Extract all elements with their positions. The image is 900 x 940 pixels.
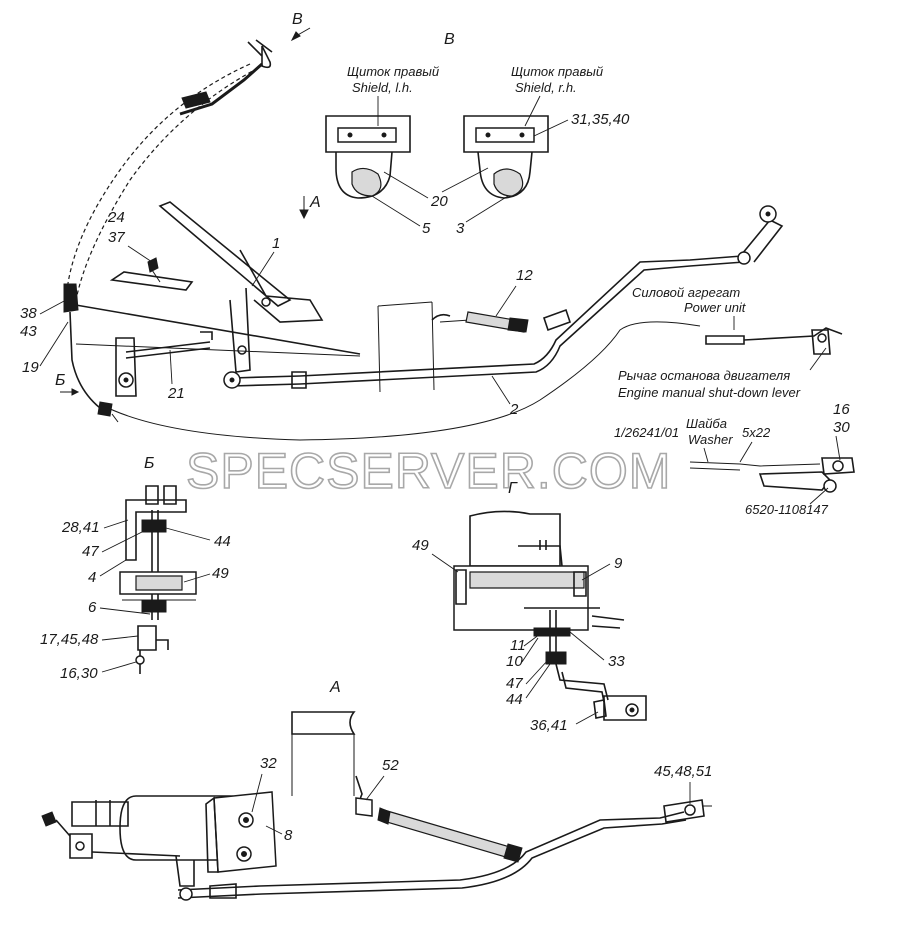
link-21 xyxy=(125,341,211,353)
callout-1: 1 xyxy=(272,235,280,252)
hand-throttle-knob xyxy=(247,39,273,69)
detail-a: А 32 xyxy=(41,679,712,901)
callout-10: 10 xyxy=(506,653,523,670)
callout-44-b: 44 xyxy=(214,533,231,550)
view-v-shields: В Щиток правый Shield, l.h. Щиток правый… xyxy=(325,31,630,237)
callout-3: 3 xyxy=(456,220,465,237)
view-v-label: В xyxy=(444,31,455,48)
engine-wall-block xyxy=(377,301,435,393)
washer-size: 5x22 xyxy=(742,425,771,440)
callout-16-30-b: 16,30 xyxy=(60,665,98,682)
callout-31-35-40: 31,35,40 xyxy=(571,111,630,128)
washer-part-number: 1/26241/01 xyxy=(614,425,679,440)
view-a-arrow-label: А xyxy=(309,194,321,211)
callout-33: 33 xyxy=(608,653,625,670)
accelerator-pedal xyxy=(158,201,292,307)
left-shield-plate xyxy=(325,115,411,153)
callout-44-g: 44 xyxy=(506,691,523,708)
callout-9: 9 xyxy=(614,555,623,572)
control-rod-2 xyxy=(231,255,743,379)
callout-43: 43 xyxy=(20,323,37,340)
watermark: SPECSERVER.COM xyxy=(186,443,671,499)
callout-49-g: 49 xyxy=(412,537,429,554)
washer-cable xyxy=(689,461,821,467)
wall-a xyxy=(291,711,356,735)
callout-21: 21 xyxy=(167,385,185,402)
shutdown-cable xyxy=(99,321,701,441)
power-unit-label-ru: Силовой агрегат xyxy=(632,285,740,300)
damper-52 xyxy=(379,809,521,861)
callout-17-45-48: 17,45,48 xyxy=(40,631,99,648)
callout-32: 32 xyxy=(260,755,277,772)
detail-g-title: Г xyxy=(508,480,518,497)
callout-11: 11 xyxy=(510,637,526,654)
left-shield-bracket xyxy=(335,151,393,199)
callout-19: 19 xyxy=(22,359,39,376)
detail-a-title: А xyxy=(329,679,341,696)
cab-floor xyxy=(69,303,361,355)
bracket-24 xyxy=(109,271,194,291)
shutdown-lever-bracket xyxy=(743,327,843,341)
right-shield-label-en: Shield, r.h. xyxy=(515,80,577,95)
callout-2: 2 xyxy=(509,401,519,418)
shutdown-lever-label-ru: Рычаг останова двигателя xyxy=(618,368,790,383)
left-shield-label-en: Shield, l.h. xyxy=(352,80,413,95)
control-rod-a xyxy=(177,811,685,891)
wall-g xyxy=(469,510,561,567)
washer-detail: 16 30 1/26241/01 Шайба Washer 5x22 6520-… xyxy=(614,401,855,517)
callout-4: 4 xyxy=(88,569,96,586)
callout-8: 8 xyxy=(284,827,293,844)
cable-part-number: 6520-1108147 xyxy=(745,502,829,517)
callout-37: 37 xyxy=(108,229,125,246)
callout-6: 6 xyxy=(88,599,97,616)
callout-20: 20 xyxy=(430,193,448,210)
callout-38: 38 xyxy=(20,305,37,322)
detail-g: Г 49 9 11 10 33 47 44 36,41 xyxy=(412,480,647,734)
power-unit-label-en: Power unit xyxy=(684,300,747,315)
view-b-arrow-label: Б xyxy=(55,372,65,389)
callout-24: 24 xyxy=(107,209,125,226)
left-shield-label-ru: Щиток правый xyxy=(347,64,439,79)
right-shield-plate xyxy=(463,115,549,153)
callout-30-top: 30 xyxy=(833,419,850,436)
shutdown-lever-label-en: Engine manual shut-down lever xyxy=(618,385,801,400)
callout-16-top: 16 xyxy=(833,401,850,418)
main-assembly: В А Б 24 37 1 xyxy=(20,11,843,441)
callout-36-41: 36,41 xyxy=(530,717,568,734)
callout-45-48-51: 45,48,51 xyxy=(654,763,712,780)
callout-49-b: 49 xyxy=(212,565,229,582)
washer-label-ru: Шайба xyxy=(686,416,727,431)
detail-b-title: Б xyxy=(144,455,154,472)
throttle-cable xyxy=(65,63,251,301)
callout-47-b: 47 xyxy=(82,543,99,560)
callout-52: 52 xyxy=(382,757,399,774)
washer-label-en: Washer xyxy=(688,432,733,447)
view-v-arrow-label: В xyxy=(292,11,303,28)
link-rod-g xyxy=(555,663,609,703)
callout-47-g: 47 xyxy=(506,675,523,692)
callout-5: 5 xyxy=(422,220,431,237)
detail-b: Б 28,41 44 47 4 49 6 17,45,48 16,30 xyxy=(40,455,231,682)
right-shield-label-ru: Щиток правый xyxy=(511,64,603,79)
callout-12: 12 xyxy=(516,267,533,284)
callout-28-41: 28,41 xyxy=(61,519,100,536)
